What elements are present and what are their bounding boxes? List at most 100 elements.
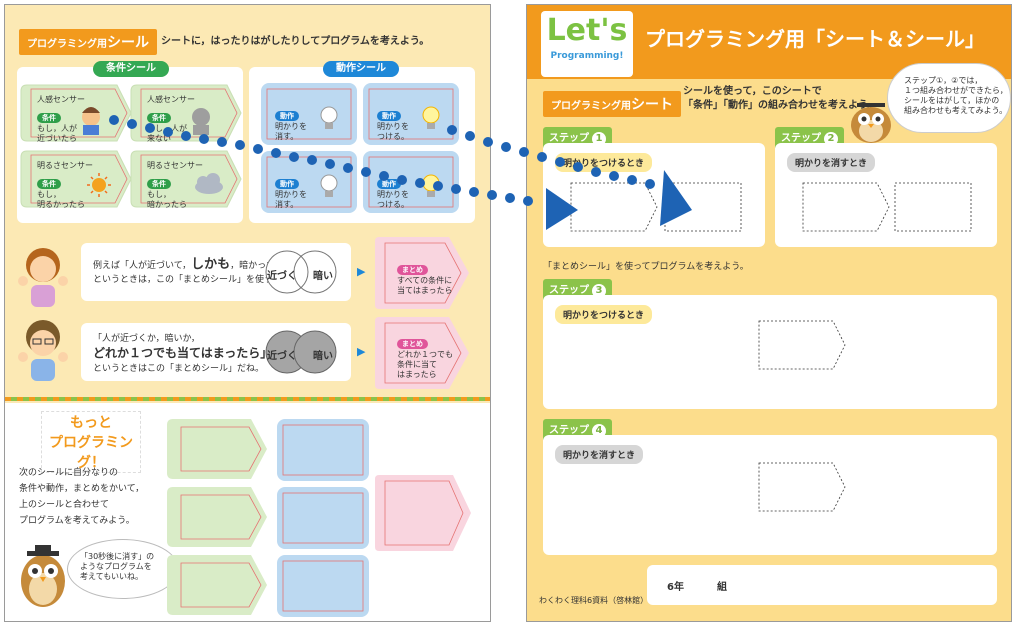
- venn-diagram-or: [265, 330, 337, 374]
- step-number: 1: [592, 132, 606, 146]
- header-pill-big-text: シール: [107, 35, 149, 51]
- logo-sub: Programming!: [550, 51, 624, 61]
- condition-sticker-1[interactable]: 人感センサー 条件 もし，人が 近づいたら: [37, 95, 85, 144]
- example-1-text-c: というときは，この「まとめシール」を使うよ。: [93, 275, 292, 285]
- name-class-box[interactable]: 6年 組: [647, 565, 997, 605]
- more-programming-title: もっと プログラミング！: [41, 411, 141, 473]
- sensor-label: 人感センサー: [147, 95, 195, 104]
- publisher-footer: わくわく理科6資料（啓林館）: [539, 596, 649, 605]
- action-sticker-3[interactable]: 動作 明かりを 消す。: [275, 171, 307, 210]
- summary-tag: まとめ: [397, 339, 428, 349]
- step-2-task: 明かりを消すとき: [787, 153, 876, 172]
- blank-sticker-shapes: [167, 419, 471, 617]
- sheet-pill-big: シート: [631, 97, 673, 113]
- sticker-header-text: シートに，はったりはがしたりしてプログラムを考えよう。: [161, 36, 430, 47]
- more-programming-text: 次のシールに自分なりの 条件や動作，まとめをかいて， 上のシールと合わせて プロ…: [19, 468, 145, 526]
- condition-tag: 条件: [147, 179, 171, 189]
- action-sticker-2[interactable]: 動作 明かりを つける。: [377, 103, 409, 142]
- action-stickers-title: 動作シール: [323, 61, 399, 77]
- more-title-line2: プログラミング！: [49, 435, 133, 471]
- venn-1-label-a: 近づく: [267, 271, 297, 282]
- step-label: ステップ: [549, 133, 589, 144]
- sticker-header-pill: プログラミング用シール: [19, 29, 157, 55]
- action-tag: 動作: [377, 179, 401, 189]
- page-title: プログラミング用「シート＆シール」: [645, 27, 985, 51]
- action-body: 明かりを つける。: [377, 190, 409, 209]
- condition-body: もし，人が 近づいたら: [37, 124, 77, 143]
- right-page-program-sheet: Let's Programming! プログラミング用「シート＆シール」 プログ…: [526, 4, 1012, 622]
- condition-body: もし，人が 来ない: [147, 124, 187, 143]
- condition-body: もし， 明るかったら: [37, 190, 85, 209]
- owl-tip-bubble: ステップ①，②では， １つ組み合わせができたら， シールをはがして，ほかの 組み…: [887, 63, 1011, 133]
- step-label: ステップ: [549, 425, 589, 436]
- logo-main: Let's: [546, 13, 628, 48]
- summary-tag: まとめ: [397, 265, 428, 275]
- summary-body: どれか１つでも 条件に当て はまったら: [397, 350, 453, 379]
- action-sticker-4[interactable]: 動作 明かりを つける。: [377, 171, 409, 210]
- sensor-label: 明るさセンサー: [147, 161, 203, 170]
- class-label: 組: [717, 582, 727, 593]
- owl-bubble-text: 「30秒後に消す」の ようなプログラムを 考えてもいいね。: [80, 552, 155, 581]
- venn-2-label-a: 近づく: [267, 351, 297, 362]
- intro-line-2: 「条件」「動作」の組み合わせを考えよう。: [683, 100, 878, 111]
- arrow-right-icon: ▶: [357, 345, 366, 358]
- header-pill-small-text: プログラミング用: [27, 39, 107, 50]
- owl-tip-text: ステップ①，②では， １つ組み合わせができたら， シールをはがして，ほかの 組み…: [904, 76, 1008, 115]
- example-2-text-a: 「人が近づくか，暗いか，: [93, 334, 200, 344]
- condition-stickers-title: 条件シール: [93, 61, 169, 77]
- action-sticker-1[interactable]: 動作 明かりを 消す。: [275, 103, 307, 142]
- intro-line-1: シールを使って，このシートで: [683, 86, 822, 97]
- condition-sticker-2[interactable]: 人感センサー 条件 もし，人が 来ない: [147, 95, 195, 144]
- condition-tag: 条件: [37, 113, 61, 123]
- sheet-header-pill: プログラミング用シート: [543, 91, 681, 117]
- example-2-text: 「人が近づくか，暗いか， どれか１つでも当てはまったら」 というときはこの「まと…: [93, 331, 272, 374]
- condition-tag: 条件: [37, 179, 61, 189]
- step-4-task: 明かりを消すとき: [555, 445, 644, 464]
- step-label: ステップ: [549, 285, 589, 296]
- step-label: ステップ: [781, 133, 821, 144]
- lets-programming-logo: Let's Programming!: [541, 11, 633, 77]
- step-number: 4: [592, 424, 606, 438]
- venn-diagram-and: [265, 250, 337, 294]
- sensor-label: 人感センサー: [37, 95, 85, 104]
- summary-instruction: 「まとめシール」を使ってプログラムを考えよう。: [543, 262, 749, 272]
- condition-sticker-4[interactable]: 明るさセンサー 条件 もし， 暗かったら: [147, 161, 203, 210]
- arrow-right-icon: ▶: [357, 265, 366, 278]
- example-2-text-c: というときはこの「まとめシール」だね。: [93, 364, 265, 374]
- action-tag: 動作: [275, 111, 299, 121]
- owl-speech-bubble: 「30秒後に消す」の ようなプログラムを 考えてもいいね。: [67, 539, 179, 599]
- action-tag: 動作: [275, 179, 299, 189]
- condition-sticker-shapes: [20, 83, 459, 213]
- step-number: 2: [824, 132, 838, 146]
- sticker-slots: [570, 182, 972, 512]
- boy-character-icon: [18, 320, 68, 381]
- sheet-pill-small: プログラミング用: [551, 101, 631, 112]
- grade-label: 6年: [667, 582, 684, 593]
- example-1-emphasis: しかも: [191, 257, 231, 272]
- action-body: 明かりを 消す。: [275, 122, 307, 141]
- sensor-label: 明るさセンサー: [37, 161, 93, 170]
- condition-body: もし， 暗かったら: [147, 190, 187, 209]
- girl-character-icon: [18, 248, 68, 307]
- more-title-line1: もっと: [70, 415, 112, 431]
- action-body: 明かりを つける。: [377, 122, 409, 141]
- perforation-line: [5, 395, 490, 403]
- sheet-intro: シールを使って，このシートで 「条件」「動作」の組み合わせを考えよう。: [683, 85, 877, 113]
- owl-character-icon: [851, 103, 891, 143]
- venn-2-label-b: 暗い: [313, 351, 333, 362]
- summary-sticker-and[interactable]: まとめ すべての条件に 当てはまったら: [397, 257, 453, 296]
- condition-sticker-3[interactable]: 明るさセンサー 条件 もし， 明るかったら: [37, 161, 93, 210]
- summary-body: すべての条件に 当てはまったら: [397, 276, 453, 295]
- left-page-sticker-sheet: プログラミング用シール シートに，はったりはがしたりしてプログラムを考えよう。 …: [4, 4, 491, 622]
- summary-sticker-or-shape: [375, 317, 469, 389]
- step-number: 3: [592, 284, 606, 298]
- step-3-task: 明かりをつけるとき: [555, 305, 653, 324]
- action-tag: 動作: [377, 111, 401, 121]
- condition-tag: 条件: [147, 113, 171, 123]
- example-1-text-b: ，暗かったら」: [230, 261, 294, 271]
- summary-sticker-or[interactable]: まとめ どれか１つでも 条件に当て はまったら: [397, 331, 453, 380]
- action-body: 明かりを 消す。: [275, 190, 307, 209]
